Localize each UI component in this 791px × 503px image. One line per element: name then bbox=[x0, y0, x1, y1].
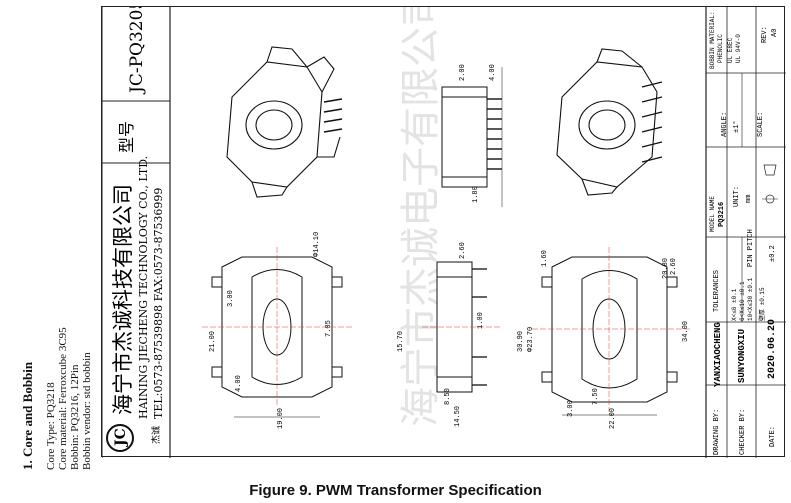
rev-value: A0 bbox=[771, 29, 779, 37]
dim-label: 20.80 bbox=[662, 258, 670, 279]
checker-by: SUNYONGXIU bbox=[737, 329, 747, 383]
model-name: PQ3216 bbox=[718, 202, 726, 227]
model-number: JC-PQ3205 bbox=[127, 7, 147, 95]
isometric-view-top bbox=[226, 46, 343, 198]
dim-label: 4.00 bbox=[489, 64, 497, 81]
unit-value: mm bbox=[745, 195, 753, 203]
dim-label: 21.00 bbox=[209, 331, 217, 352]
dim-label: 2.60 bbox=[459, 242, 467, 259]
logo-text: JC bbox=[113, 428, 129, 448]
dim-label: 15.70 bbox=[397, 331, 405, 352]
tolerance-line: 10<X≤30 ±0.1 bbox=[747, 277, 754, 321]
pin-pitch-value: ±0.2 bbox=[769, 245, 777, 262]
core-spec-list: Core Type: PQ3218 Core material: Ferroxc… bbox=[45, 327, 93, 470]
drawing-by: YANXIAOCHENG bbox=[713, 322, 723, 387]
pin-pitch-label: PIN PITCH bbox=[747, 229, 755, 267]
company-logo: JC 杰诚 bbox=[106, 424, 162, 452]
material-label: BOBBIN MATERIAL: bbox=[709, 11, 716, 69]
tolerances-label: TOLERANCES bbox=[713, 270, 721, 312]
dim-label: 1.00 bbox=[477, 312, 485, 329]
watermark: 海宁市杰诚电子有限公司 bbox=[398, 7, 444, 427]
spec-line: Bobbin vendor: std bobbin bbox=[81, 352, 93, 470]
section-heading: 1. Core and Bobbin bbox=[20, 361, 35, 470]
tolerance-line: 6<X≤10 ±0.1 bbox=[739, 281, 746, 321]
dim-label: 4.00 bbox=[235, 375, 243, 392]
dim-label: 34.00 bbox=[682, 321, 690, 342]
figure-caption: Figure 9. PWM Transformer Specification bbox=[249, 482, 542, 499]
date-label: DATE: bbox=[769, 426, 777, 447]
scale-label: SCALE: bbox=[757, 112, 765, 137]
tolerance-line: X<≤6 ±0.1 bbox=[731, 288, 738, 321]
dim-label: 3.00 bbox=[227, 290, 235, 307]
company-name-en: HAINING JIECHENG TECHNOLOGY CO., LTD. bbox=[137, 156, 150, 419]
spec-line: Core material: Ferroxcube 3C95 bbox=[57, 327, 69, 470]
ul-line: UL E8EC bbox=[727, 37, 734, 63]
dim-label: Φ23.70 bbox=[527, 327, 535, 352]
dim-label: 8.50 bbox=[444, 388, 452, 405]
front-view-left bbox=[202, 247, 352, 418]
material-value: PHENOLIC bbox=[717, 34, 724, 63]
drawing-by-label: DRAWING BY: bbox=[713, 409, 721, 455]
company-name-cn: 海宁市杰诚科技有限公司 bbox=[111, 184, 135, 415]
angle-value: ±1° bbox=[732, 120, 741, 133]
checker-by-label: CHECKER BY: bbox=[739, 409, 747, 455]
dim-label: 30.90 bbox=[517, 331, 525, 352]
date-value: 2020.06.20 bbox=[767, 319, 778, 379]
logo-sub: 杰诚 bbox=[150, 426, 162, 444]
front-view-center bbox=[422, 261, 502, 393]
dim-label: 7.05 bbox=[325, 320, 333, 337]
isometric-view-bottom bbox=[556, 48, 663, 196]
dim-label: 7.50 bbox=[592, 388, 600, 405]
dim-label: 19.00 bbox=[277, 408, 285, 429]
dim-label: 2.00 bbox=[459, 64, 467, 81]
company-tel-fax: TEL:0573-87539898 FAX:0573-87536999 bbox=[152, 188, 165, 419]
dim-label: 22.00 bbox=[609, 408, 617, 429]
title-block: DRAWING BY: YANXIAOCHENG CHECKER BY: SUN… bbox=[705, 7, 786, 458]
front-view-right bbox=[532, 247, 692, 416]
dim-label: 2.60 bbox=[670, 258, 678, 275]
spec-line: Bobbin: PQ3216, 12Pin bbox=[69, 364, 81, 470]
dim-label: 14.50 bbox=[454, 406, 462, 427]
rev-label: REV: bbox=[761, 26, 769, 43]
dim-label: 3.00 bbox=[567, 400, 575, 417]
side-profile-view bbox=[441, 67, 503, 207]
unit-label: UNIT: bbox=[733, 186, 741, 207]
model-name-label: MODEL NAME bbox=[709, 196, 716, 232]
spec-line: Core Type: PQ3218 bbox=[45, 382, 57, 470]
dim-label: 1.60 bbox=[541, 250, 549, 267]
dim-label: 1.80 bbox=[472, 186, 480, 203]
ul-line: UL 94V-0 bbox=[735, 34, 742, 63]
angle-label: ANGLE: bbox=[721, 112, 729, 137]
bobbin-engineering-drawing: JC 杰诚 海宁市杰诚科技有限公司 HAINING JIECHENG TECHN… bbox=[101, 6, 786, 458]
dim-label: Φ14.10 bbox=[313, 232, 321, 257]
type-label: 型号 bbox=[117, 121, 136, 153]
company-column: JC 杰诚 海宁市杰诚科技有限公司 HAINING JIECHENG TECHN… bbox=[102, 7, 171, 458]
tolerance-line: 壁厚 ±0.15 bbox=[758, 287, 766, 321]
projection-symbol-icon bbox=[762, 164, 778, 204]
